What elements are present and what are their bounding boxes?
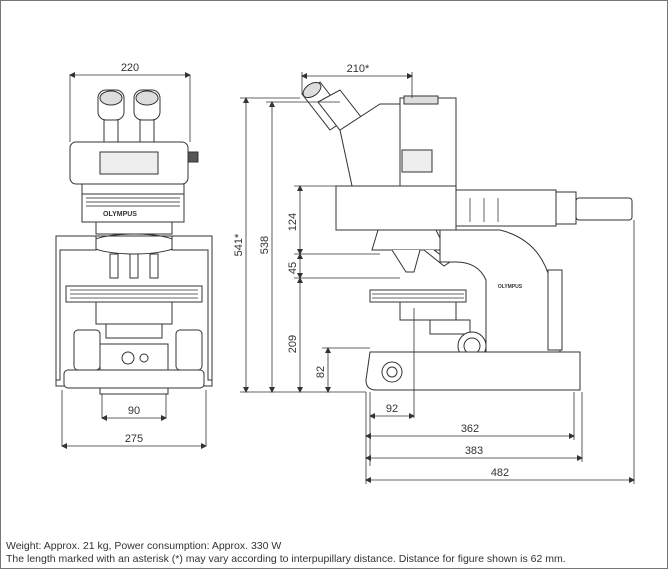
focus-knob-left: [73, 329, 101, 371]
dim-front-width: 220: [121, 62, 139, 74]
dim-stage-height: 209: [287, 335, 299, 353]
lamp-housing: [575, 197, 633, 221]
weight-note: Weight: Approx. 21 kg, Power consumption…: [6, 540, 282, 552]
dim-depth-362: 362: [461, 423, 479, 435]
dim-height-538: 538: [259, 236, 271, 254]
brand-label-side: OLYMPUS: [498, 284, 523, 290]
dim-base-width: 275: [125, 433, 143, 445]
brand-label-front: OLYMPUS: [103, 211, 137, 218]
dim-nosepiece-height: 45: [287, 262, 299, 274]
side-base: [365, 351, 581, 391]
base: [63, 369, 205, 389]
intermediate-unit: [335, 185, 457, 231]
dim-head-height: 124: [287, 213, 299, 231]
front-view: [55, 89, 213, 395]
side-view: [301, 81, 633, 391]
dim-base-height: 82: [315, 366, 327, 378]
side-dimensions: [240, 72, 635, 484]
focus-knob-right: [175, 329, 203, 371]
dim-total-height: 541*: [233, 233, 245, 256]
dim-foot-width: 90: [128, 405, 140, 417]
eyepiece-icon: [97, 89, 161, 143]
front-dimensions: [61, 72, 207, 449]
dim-depth-383: 383: [465, 445, 483, 457]
nosepiece: [89, 233, 179, 255]
dim-depth-482: 482: [491, 467, 509, 479]
side-stage: [369, 289, 467, 303]
asterisk-note: The length marked with an asterisk (*) m…: [6, 553, 566, 565]
dim-top-depth: 210*: [347, 63, 370, 75]
intermediate-tube: [81, 193, 185, 223]
dim-front-offset: 92: [386, 403, 398, 415]
